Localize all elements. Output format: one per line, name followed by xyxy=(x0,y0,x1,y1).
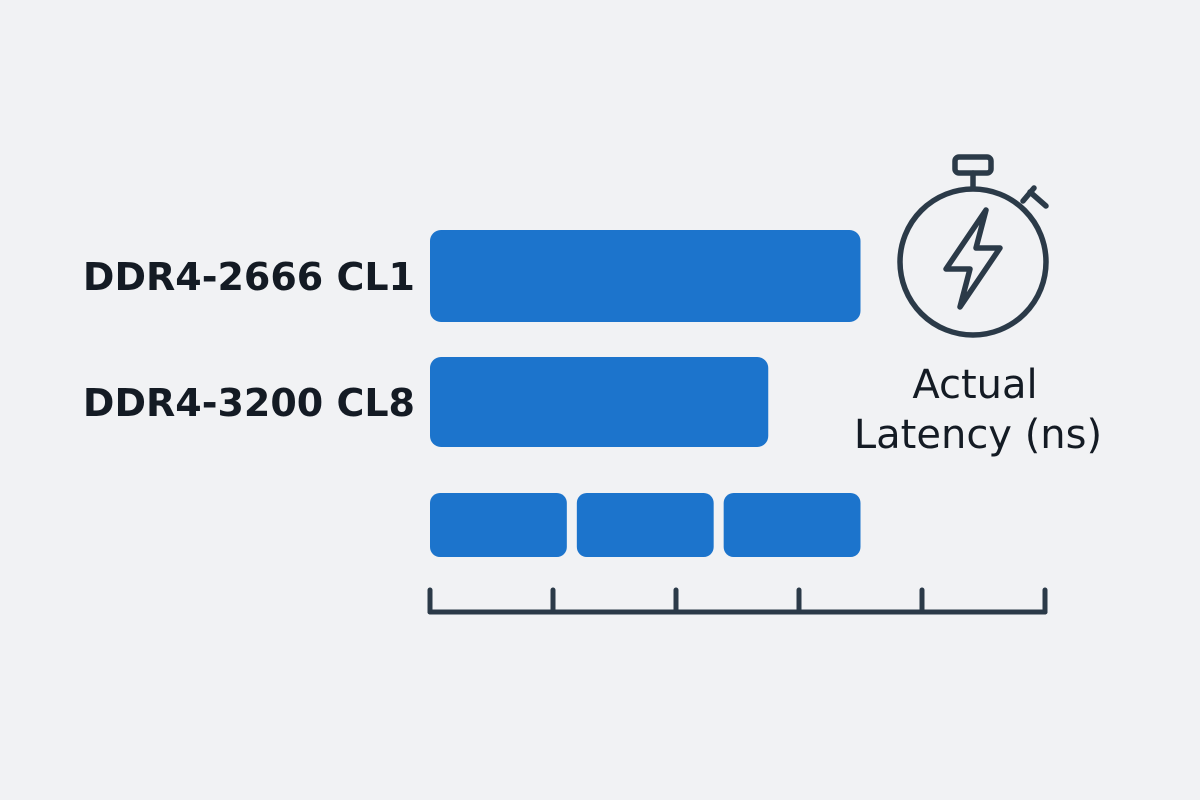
bar xyxy=(430,230,861,322)
bar-segment xyxy=(430,493,567,557)
bar-segment xyxy=(723,493,861,557)
stopwatch-lightning-icon xyxy=(897,154,1049,338)
metric-label-line2: Latency (ns) xyxy=(854,412,1102,458)
bar-segment xyxy=(576,493,714,557)
category-label: DDR4-2666 CL1 xyxy=(83,255,415,299)
x-axis xyxy=(427,587,1048,615)
bars-layer xyxy=(430,230,861,557)
bar xyxy=(430,357,769,447)
metric-label-line1: Actual xyxy=(912,362,1037,408)
category-label: DDR4-3200 CL8 xyxy=(83,381,415,425)
